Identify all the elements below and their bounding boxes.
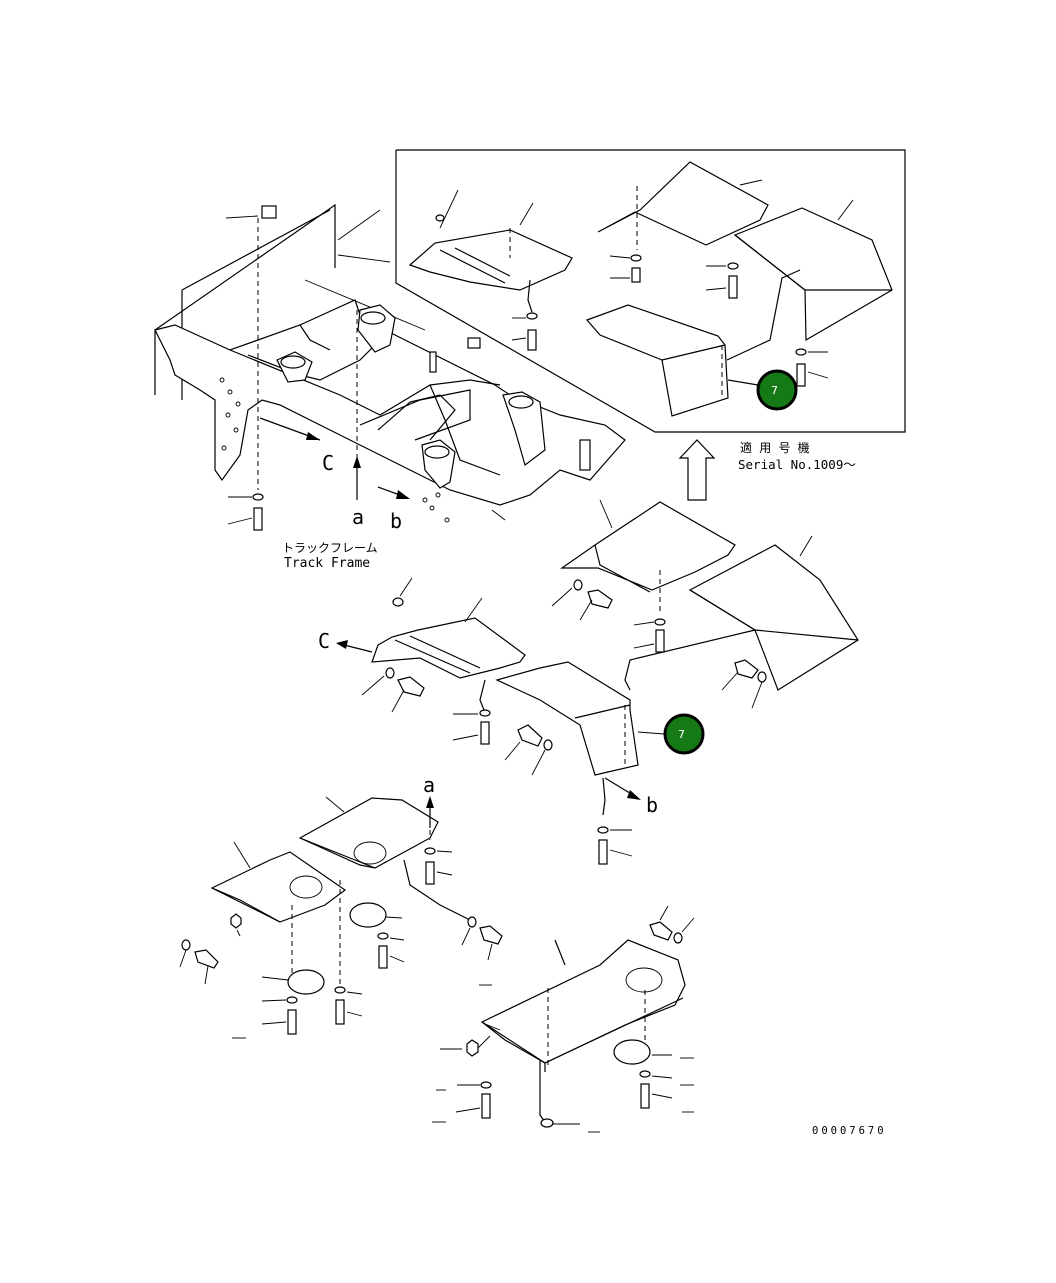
view-letter-a-lower: a bbox=[423, 773, 435, 797]
callout-7-main[interactable] bbox=[663, 713, 705, 755]
view-letter-c-frame: C bbox=[322, 451, 334, 475]
callout-7-inset[interactable] bbox=[756, 369, 798, 411]
lower-right-plate bbox=[480, 939, 686, 1123]
cover-arrows: C b bbox=[318, 629, 658, 817]
cover-fasteners bbox=[361, 579, 767, 865]
inset-top-plate bbox=[597, 161, 769, 250]
inset-fasteners bbox=[511, 254, 829, 387]
inset-right-cover bbox=[733, 199, 893, 342]
callout-7-inset-label: 7 bbox=[771, 384, 778, 397]
track-frame bbox=[154, 203, 626, 523]
up-arrow bbox=[678, 439, 716, 501]
view-letter-a-frame: a bbox=[352, 505, 364, 529]
inset-lower-cover bbox=[585, 269, 801, 417]
lower-left-fasteners bbox=[179, 847, 503, 1039]
callout-7-main-label: 7 bbox=[678, 728, 685, 741]
inset-box: 7 bbox=[395, 149, 906, 433]
applicable-machines-label: 適 用 号 機 bbox=[740, 440, 810, 455]
cover-assembly bbox=[371, 499, 859, 816]
track-frame-label-jp: トラックフレーム bbox=[282, 541, 378, 555]
serial-number-label: Serial No.1009～ bbox=[738, 457, 856, 472]
lower-right-fasteners bbox=[432, 905, 695, 1133]
lower-left-assembly bbox=[210, 796, 471, 995]
track-frame-label-en: Track Frame bbox=[284, 556, 370, 571]
view-letter-c-cover: C bbox=[318, 629, 330, 653]
inset-left-cover bbox=[408, 189, 573, 313]
lower-arrow-a: a bbox=[423, 773, 435, 828]
track-frame-fasteners bbox=[227, 493, 264, 531]
drawing-number: 00007670 bbox=[812, 1125, 887, 1137]
view-letter-b-cover: b bbox=[646, 793, 658, 817]
view-letter-b-frame: b bbox=[390, 509, 402, 533]
track-frame-arrows: C a b bbox=[259, 417, 410, 533]
